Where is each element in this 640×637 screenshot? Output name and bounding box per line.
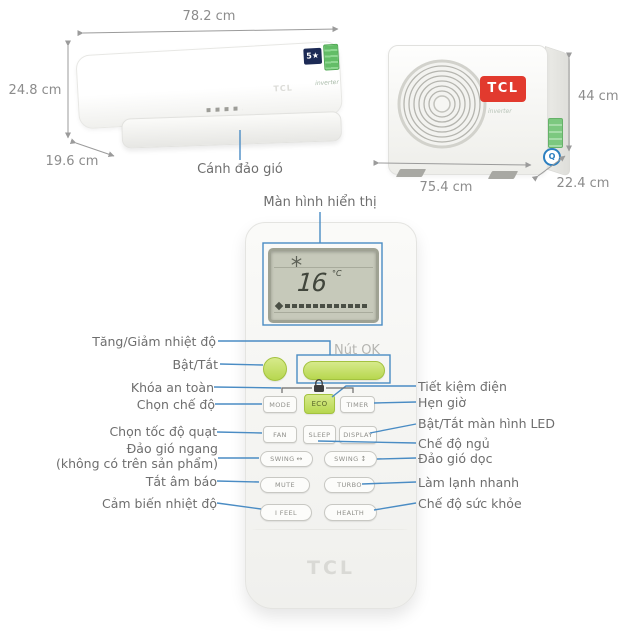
lcd-temperature-unit: °C	[332, 269, 342, 278]
outdoor-height-dimension: 44 cm	[578, 89, 619, 104]
mute-button[interactable]: MUTE	[260, 477, 310, 493]
callout-swing-horizontal-line1: Đảo gió ngang	[126, 441, 218, 456]
ok-button-callout: Nút OK	[334, 343, 380, 358]
callout-mute: Tắt âm báo	[145, 474, 217, 489]
callout-led-display: Bật/Tắt màn hình LED	[418, 416, 555, 431]
energy-rating-label	[323, 43, 340, 71]
refrigerant-badge-icon: Q	[543, 148, 561, 166]
outdoor-brand-logo: TCL	[480, 76, 526, 102]
outdoor-inverter-text: inverter	[488, 108, 512, 115]
indoor-unit-illustration: 5★ TCL inverter	[75, 31, 348, 171]
temperature-ok-button[interactable]	[303, 361, 385, 380]
sleep-button[interactable]: SLEEP	[303, 425, 336, 444]
indoor-depth-dimension: 19.6 cm	[45, 154, 99, 169]
callout-swing-horizontal: Đảo gió ngang (không có trên sản phẩm)	[56, 441, 218, 471]
callout-ifeel: Cảm biến nhiệt độ	[102, 496, 217, 511]
indoor-brand-logo: TCL	[273, 83, 294, 94]
health-button[interactable]: HEALTH	[324, 504, 377, 521]
lcd-fan-speed-bar	[285, 304, 369, 308]
outdoor-foot	[487, 171, 519, 179]
lcd-divider	[274, 312, 373, 313]
outdoor-energy-sticker	[548, 118, 563, 148]
timer-button[interactable]: TIMER	[340, 396, 375, 413]
outdoor-unit-illustration: TCL inverter Q	[388, 42, 580, 184]
horizontal-arrows-icon: ↔	[296, 455, 303, 463]
callout-sleep: Chế độ ngủ	[418, 436, 490, 451]
callout-swing-vertical: Đảo gió dọc	[418, 451, 493, 466]
indoor-width-dimension: 78.2 cm	[182, 9, 236, 24]
power-button[interactable]	[263, 357, 287, 381]
remote-control: 16 °C Nút OK MODE ECO TIMER FAN SLEEP DI…	[245, 222, 417, 609]
vertical-arrows-icon: ↕	[360, 455, 367, 463]
mode-button[interactable]: MODE	[263, 396, 297, 413]
swing-vertical-button[interactable]: SWING ↕	[324, 451, 377, 467]
callout-turbo: Làm lạnh nhanh	[418, 475, 520, 490]
ifeel-button[interactable]: I FEEL	[260, 504, 312, 521]
callout-mode: Chọn chế độ	[136, 397, 215, 412]
swing-flap-callout: Cánh đảo gió	[197, 162, 283, 177]
lcd-temperature: 16	[295, 268, 329, 297]
fan-grille-icon	[397, 59, 487, 149]
indoor-unit-swing-flap	[121, 111, 343, 149]
swing-horizontal-label: SWING	[270, 455, 295, 463]
display-button[interactable]: DISPLAY	[339, 426, 377, 444]
callout-temp-updown: Tăng/Giảm nhiệt độ	[92, 334, 216, 349]
display-callout: Màn hình hiển thị	[263, 195, 377, 210]
callout-fan-speed: Chọn tốc độ quạt	[109, 424, 217, 439]
callout-child-lock: Khóa an toàn	[130, 380, 214, 395]
callout-health: Chế độ sức khỏe	[418, 496, 522, 511]
remote-brand-logo: TCL	[306, 557, 355, 579]
snowflake-icon	[291, 256, 302, 267]
energy-5star-label: 5★	[303, 47, 323, 65]
swing-vertical-label: SWING	[334, 455, 359, 463]
outdoor-width-dimension: 75.4 cm	[419, 180, 473, 195]
callout-swing-horizontal-line2: (không có trên sản phẩm)	[56, 456, 218, 471]
indoor-inverter-text: inverter	[315, 78, 340, 88]
remote-display: 16 °C	[268, 248, 379, 323]
swing-horizontal-button[interactable]: SWING ↔	[260, 451, 313, 467]
callout-timer: Hẹn giờ	[418, 395, 467, 410]
outdoor-depth-dimension: 22.4 cm	[556, 176, 610, 191]
fan-button[interactable]: FAN	[263, 426, 297, 443]
eco-button[interactable]: ECO	[304, 394, 335, 414]
outdoor-foot	[395, 169, 427, 177]
remote-seam	[252, 529, 408, 530]
callout-eco: Tiết kiệm điện	[418, 379, 507, 394]
callout-power: Bật/Tắt	[172, 357, 218, 372]
indoor-height-dimension: 24.8 cm	[8, 83, 62, 98]
turbo-button[interactable]: TURBO	[324, 477, 375, 493]
